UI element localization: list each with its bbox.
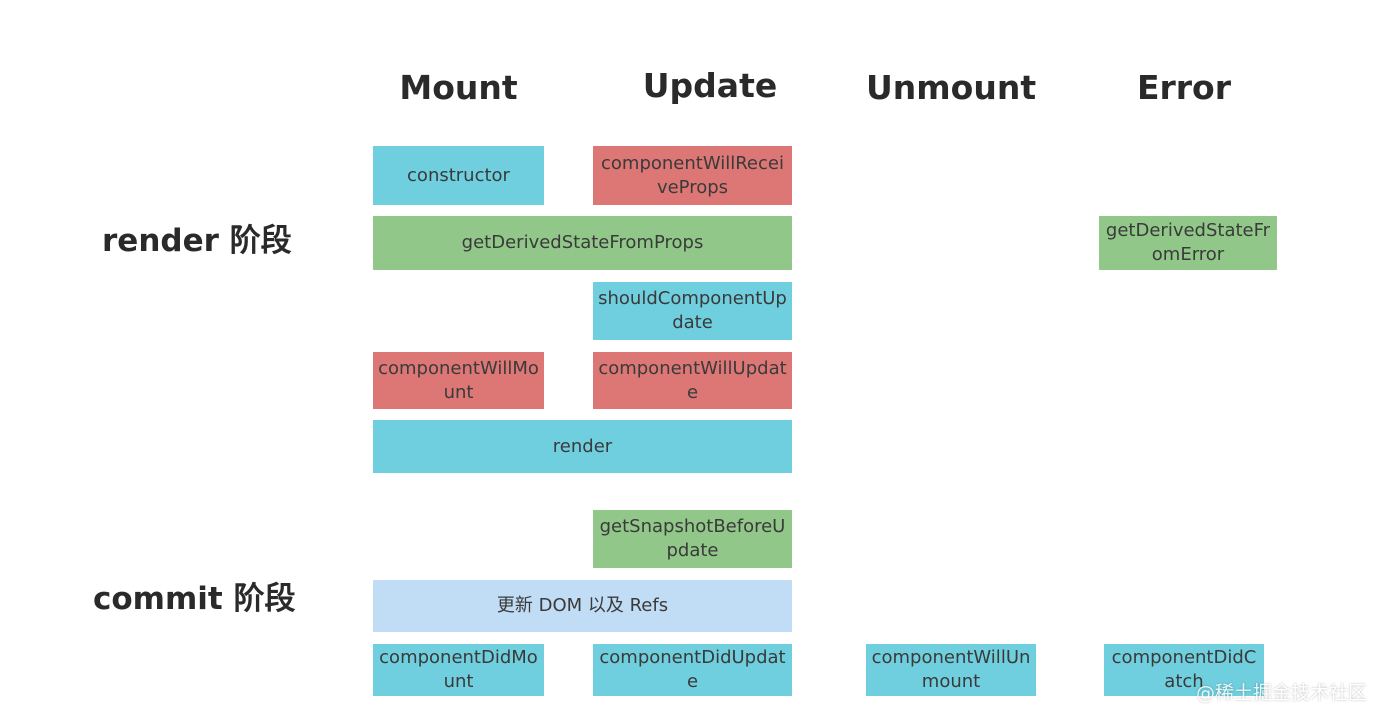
box-component-did-mount: componentDidMount xyxy=(373,644,544,696)
box-constructor: constructor xyxy=(373,146,544,205)
watermark: @稀土掘金技术社区 xyxy=(1196,682,1368,704)
header-error: Error xyxy=(1136,68,1232,107)
box-component-will-mount: componentWillMount xyxy=(373,352,544,409)
box-component-will-receive-props: componentWillReceiveProps xyxy=(593,146,792,205)
box-get-derived-state-from-props: getDerivedStateFromProps xyxy=(373,216,792,270)
header-update: Update xyxy=(642,66,778,105)
box-component-will-unmount: componentWillUnmount xyxy=(866,644,1036,696)
box-component-did-catch: componentDidCatch xyxy=(1104,644,1264,696)
header-unmount: Unmount xyxy=(866,68,1037,107)
box-component-did-update: componentDidUpdate xyxy=(593,644,792,696)
box-render: render xyxy=(373,420,792,473)
box-should-component-update: shouldComponentUpdate xyxy=(593,282,792,340)
box-update-dom-refs: 更新 DOM 以及 Refs xyxy=(373,580,792,632)
phase-render-label: render 阶段 xyxy=(102,223,292,259)
box-get-snapshot-before-update: getSnapshotBeforeUpdate xyxy=(593,510,792,568)
header-mount: Mount xyxy=(399,68,518,107)
phase-commit-label: commit 阶段 xyxy=(93,581,296,617)
box-get-derived-state-from-error: getDerivedStateFromError xyxy=(1099,216,1277,270)
box-component-will-update: componentWillUpdate xyxy=(593,352,792,409)
